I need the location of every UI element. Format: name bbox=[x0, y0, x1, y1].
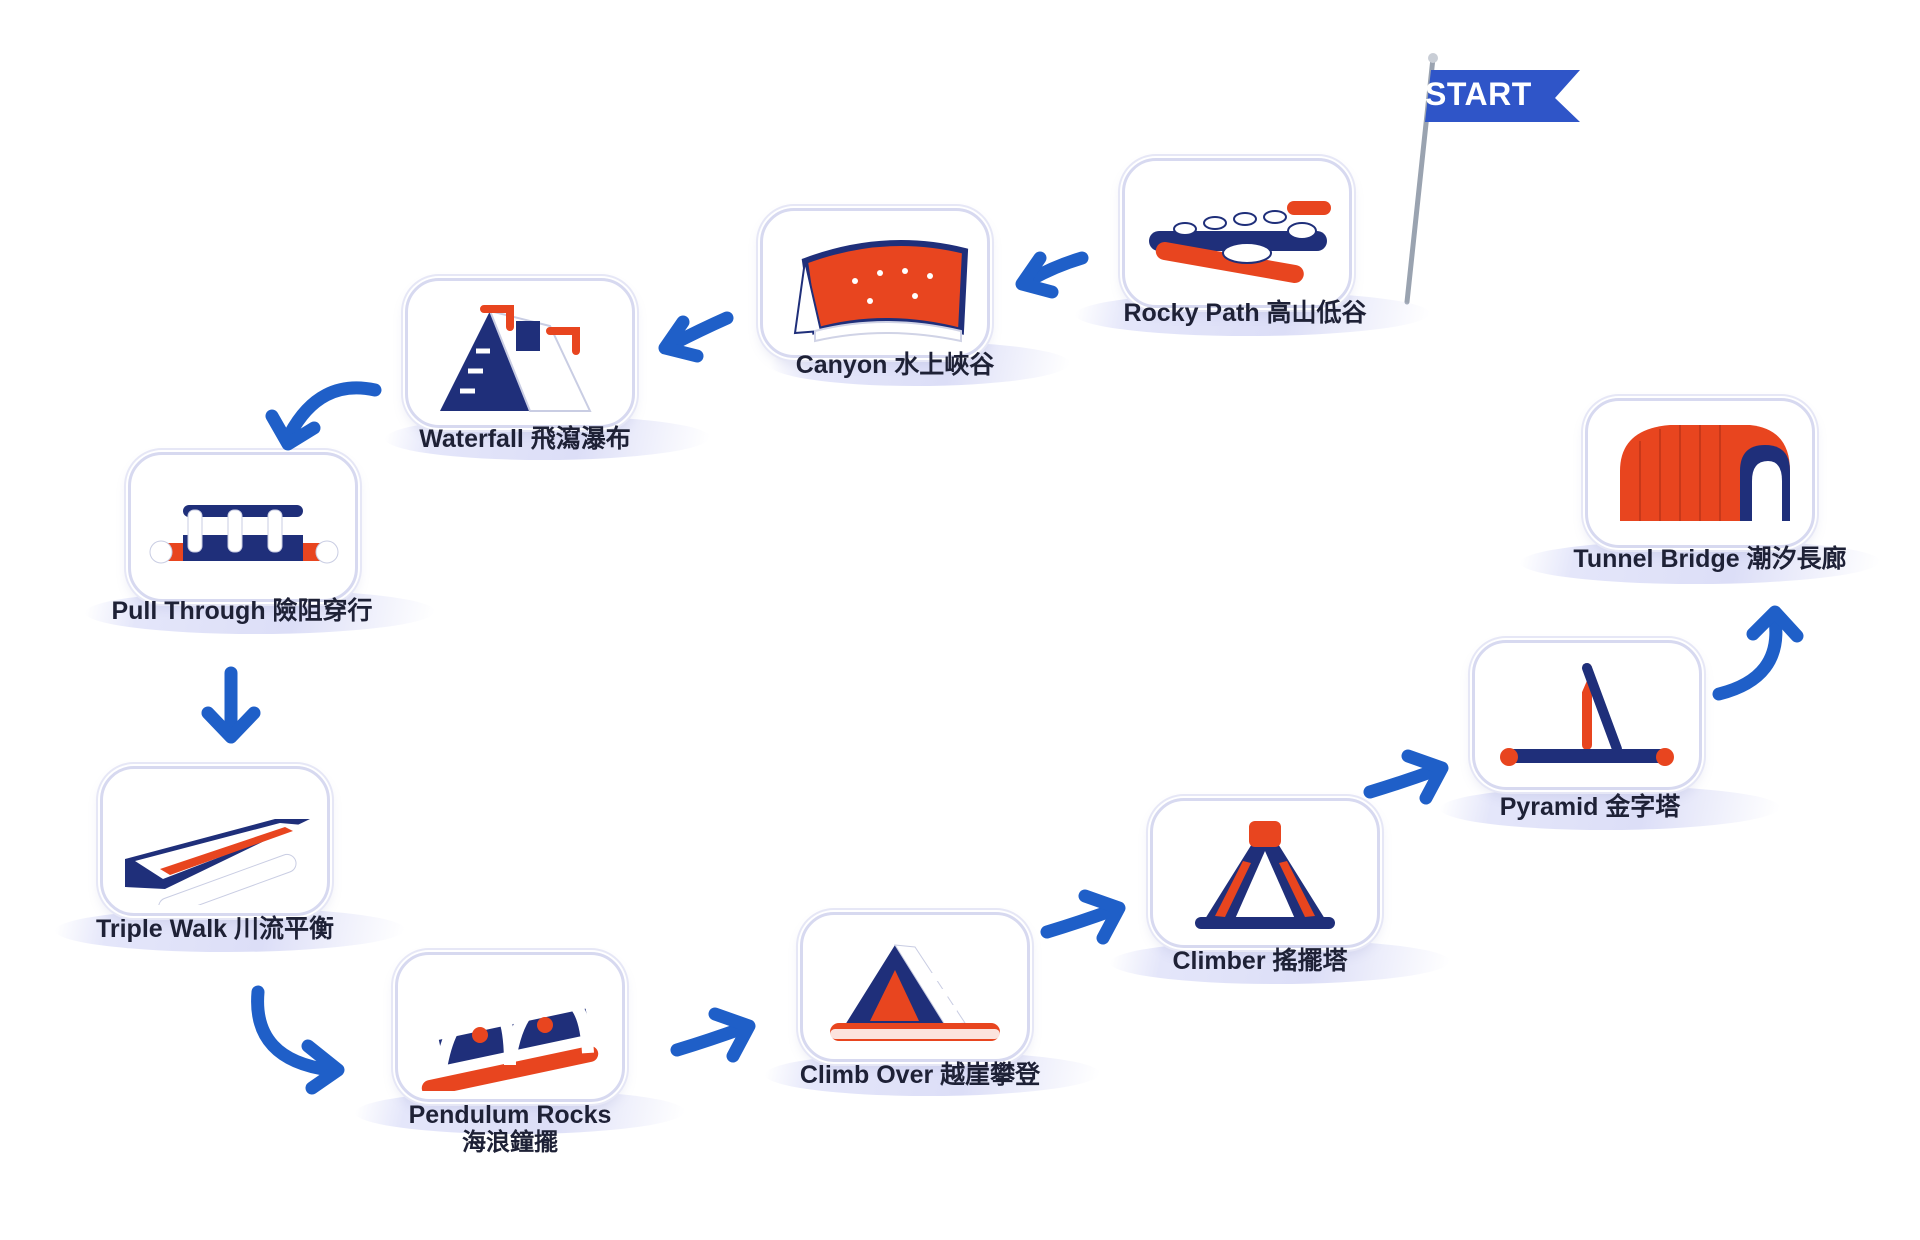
pyramid-icon bbox=[1500, 663, 1674, 766]
curved-arrow-up-icon bbox=[1712, 605, 1804, 701]
station-label-tunnel-bridge: Tunnel Bridge 潮汐長廊 bbox=[1573, 545, 1847, 573]
station-card-tunnel-bridge bbox=[1585, 398, 1815, 548]
arrow-left-icon bbox=[658, 311, 734, 363]
climb-over-icon bbox=[830, 944, 1000, 1041]
station-label-rocky-path: Rocky Path 高山低谷 bbox=[1123, 299, 1367, 327]
curved-arrow-down-right-icon bbox=[251, 985, 345, 1095]
triple-walk-icon bbox=[125, 819, 310, 905]
station-label-climber: Climber 搖擺塔 bbox=[1172, 947, 1348, 975]
station-card-climb-over bbox=[800, 912, 1030, 1062]
station-card-triple-walk bbox=[100, 766, 330, 916]
canyon-icon bbox=[793, 240, 969, 343]
station-card-climber bbox=[1150, 798, 1380, 948]
station-card-canyon bbox=[760, 208, 990, 358]
station-label-climb-over: Climb Over 越崖攀登 bbox=[799, 1061, 1041, 1089]
waterfall-icon bbox=[440, 305, 592, 412]
station-card-pull-through bbox=[128, 452, 358, 602]
station-label-pull-through: Pull Through 險阻穿行 bbox=[111, 597, 373, 625]
station-label-triple-walk: Triple Walk 川流平衡 bbox=[95, 915, 334, 943]
arrow-down-icon bbox=[201, 666, 261, 744]
curved-arrow-down-left-icon bbox=[265, 381, 382, 451]
arrow-left-icon bbox=[1015, 251, 1089, 299]
arrow-right-icon bbox=[1040, 889, 1126, 945]
tunnel-bridge-icon bbox=[1620, 425, 1790, 521]
station-card-rocky-path bbox=[1122, 158, 1352, 308]
pull-through-icon bbox=[149, 505, 339, 564]
station-card-pendulum-rocks bbox=[395, 952, 625, 1102]
station-label-waterfall: Waterfall 飛瀉瀑布 bbox=[419, 425, 631, 453]
pendulum-rocks-icon bbox=[421, 991, 599, 1091]
station-label-pyramid: Pyramid 金字塔 bbox=[1499, 793, 1681, 821]
arrow-right-icon bbox=[670, 1007, 756, 1063]
station-sublabel-pendulum-rocks: 海浪鐘擺 bbox=[462, 1129, 558, 1156]
rocky-path-icon bbox=[1149, 201, 1331, 283]
station-card-pyramid bbox=[1472, 640, 1702, 790]
station-label-canyon: Canyon 水上峽谷 bbox=[795, 351, 995, 379]
station-card-waterfall bbox=[405, 278, 635, 428]
start-flag-icon bbox=[1404, 53, 1580, 305]
climber-icon bbox=[1195, 821, 1335, 929]
start-label: START bbox=[1425, 76, 1532, 112]
arrow-right-icon bbox=[1363, 749, 1449, 805]
station-label-pendulum-rocks: Pendulum Rocks bbox=[408, 1101, 612, 1129]
